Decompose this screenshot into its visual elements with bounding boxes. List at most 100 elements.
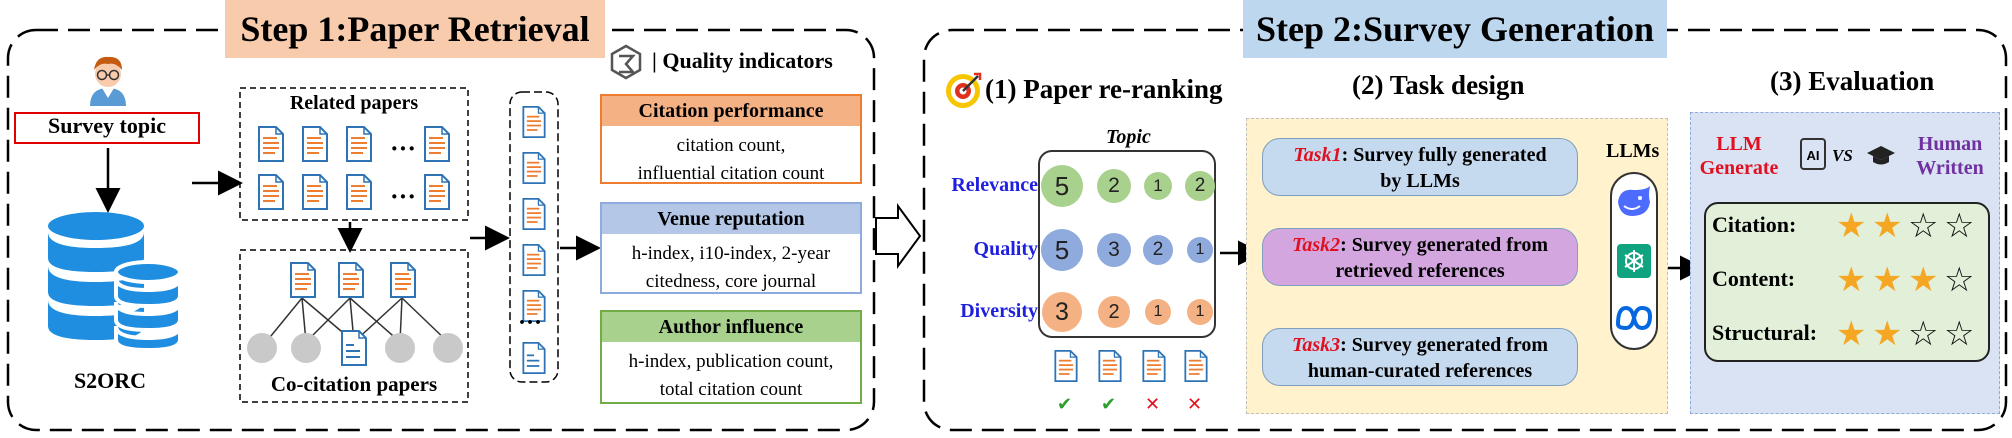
rerank-row-label: Diversity — [960, 300, 1038, 322]
indicator-line: influential citation count — [637, 163, 825, 184]
rating-box — [1704, 202, 1990, 362]
human-written-label: Human Written — [1902, 132, 1998, 180]
indicator-line: citedness, core journal — [645, 271, 817, 292]
evaluation-title: (3) Evaluation — [1770, 66, 1935, 96]
rerank-score-circle: 1 — [1187, 237, 1213, 263]
rating-criterion-label: Citation: — [1712, 212, 1797, 237]
database-icon — [48, 212, 182, 352]
whale-icon — [1618, 186, 1650, 216]
star-filled-icon: ★ — [1872, 260, 1903, 300]
task-2-box: Task2: Survey generated from retrieved re… — [1262, 228, 1578, 286]
check-icon: ✔ — [1101, 394, 1117, 415]
ellipsis-2: ··· — [390, 182, 417, 211]
task-name: Task2 — [1291, 234, 1341, 256]
researcher-avatar-icon — [90, 56, 126, 106]
star-empty-icon: ☆ — [1944, 260, 1975, 300]
star-filled-icon: ★ — [1908, 260, 1939, 300]
survey-topic-box — [14, 112, 200, 144]
star-empty-icon: ☆ — [1944, 314, 1975, 354]
paper-doc-icon — [346, 174, 372, 210]
paper-column — [522, 106, 546, 374]
star-filled-icon: ★ — [1872, 314, 1903, 354]
rerank-score-circle: 2 — [1098, 296, 1130, 328]
rerank-score-circle: 3 — [1042, 292, 1082, 332]
rerank-score-circle: 1 — [1187, 299, 1213, 325]
human-written-line: Written — [1916, 157, 1984, 179]
llm-generate-line: LLM — [1716, 133, 1762, 155]
task-1-box: Task1: Survey fully generated by LLMs — [1262, 138, 1578, 196]
reranking-title: (1) Paper re-ranking — [985, 74, 1223, 104]
rerank-docs — [1054, 350, 1208, 382]
indicator-title: Author influence — [602, 312, 860, 342]
indicator-title: Venue reputation — [602, 204, 860, 234]
rerank-matrix-box — [1038, 150, 1216, 338]
paper-doc-icon — [424, 174, 450, 210]
rerank-score-circle: 5 — [1041, 229, 1083, 271]
indicator-title: Citation performance — [602, 96, 860, 126]
cross-icon: ✕ — [1145, 394, 1161, 415]
paper-doc-icon — [258, 126, 284, 162]
related-papers-label: Related papers — [289, 92, 419, 114]
task-line: : Survey fully generated — [1341, 144, 1547, 166]
rerank-score-circle: 3 — [1097, 233, 1131, 267]
vs-label: VS — [1832, 146, 1853, 165]
rating-criterion-label: Structural: — [1712, 320, 1818, 345]
indicator-line: citation count, — [676, 135, 786, 156]
related-papers-grid — [258, 126, 450, 210]
paper-doc-icon — [424, 126, 450, 162]
paper-doc-icon — [346, 126, 372, 162]
rerank-score-circle: 2 — [1185, 171, 1215, 201]
step2-title: Step 2:Survey Generation — [1243, 0, 1667, 58]
survey-topic-label: Survey topic — [48, 113, 166, 138]
task-design-title: (2) Task design — [1352, 70, 1525, 100]
star-filled-icon: ★ — [1872, 206, 1903, 246]
task-line: : Survey generated from — [1340, 334, 1549, 356]
task-line: retrieved references — [1335, 260, 1505, 282]
paper-doc-icon — [302, 126, 328, 162]
paper-doc-icon — [258, 174, 284, 210]
star-empty-icon: ☆ — [1908, 314, 1939, 354]
star-empty-icon: ☆ — [1944, 206, 1975, 246]
graduation-cap-icon — [1867, 146, 1895, 165]
llm-generate-line: Generate — [1699, 157, 1779, 179]
rerank-score-circle: 5 — [1041, 165, 1083, 207]
task-name: Task3 — [1291, 334, 1341, 356]
ai-text: AI — [1806, 148, 1820, 163]
paper-doc-icon — [302, 174, 328, 210]
star-empty-icon: ☆ — [1908, 206, 1939, 246]
llm-generate-label: LLM Generate — [1694, 132, 1784, 180]
indicator-author: Author influence h-index, publication co… — [600, 310, 862, 404]
star-filled-icon: ★ — [1836, 260, 1867, 300]
rerank-score-circle: 2 — [1097, 169, 1131, 203]
co-citation-label: Co-citation papers — [270, 372, 438, 396]
indicator-citation: Citation performance citation count, infl… — [600, 94, 862, 184]
meta-icon — [1615, 305, 1653, 331]
rating-criterion-label: Content: — [1712, 266, 1796, 291]
rerank-score-circle: 1 — [1145, 299, 1171, 325]
target-icon — [946, 72, 982, 108]
indicator-line: h-index, i10-index, 2-year — [631, 243, 831, 264]
rerank-score-circle: 2 — [1143, 235, 1173, 265]
cross-icon: ✕ — [1187, 394, 1203, 415]
ai-icon: AI — [1800, 138, 1826, 170]
chatgpt-icon — [1617, 244, 1651, 278]
step1-title: Step 1:Paper Retrieval — [225, 0, 605, 58]
ellipsis-1: ··· — [390, 134, 417, 163]
topic-label: Topic — [1106, 126, 1151, 148]
co-citation-docs — [290, 262, 416, 366]
task-name: Task1 — [1293, 144, 1342, 166]
column-ellipsis: ··· — [518, 310, 543, 336]
rerank-row-label: Relevance — [951, 174, 1038, 196]
llms-label: LLMs — [1606, 140, 1660, 162]
quality-cube-icon — [610, 44, 642, 80]
quality-indicators-label: | Quality indicators — [652, 48, 833, 73]
indicator-venue: Venue reputation h-index, i10-index, 2-y… — [600, 202, 862, 294]
task-line: by LLMs — [1380, 170, 1460, 192]
rerank-row-label: Quality — [973, 238, 1038, 260]
rerank-score-circle: 1 — [1144, 172, 1172, 200]
task-line: : Survey generated from — [1340, 234, 1549, 256]
indicator-line: h-index, publication count, — [628, 351, 834, 372]
star-filled-icon: ★ — [1836, 206, 1867, 246]
